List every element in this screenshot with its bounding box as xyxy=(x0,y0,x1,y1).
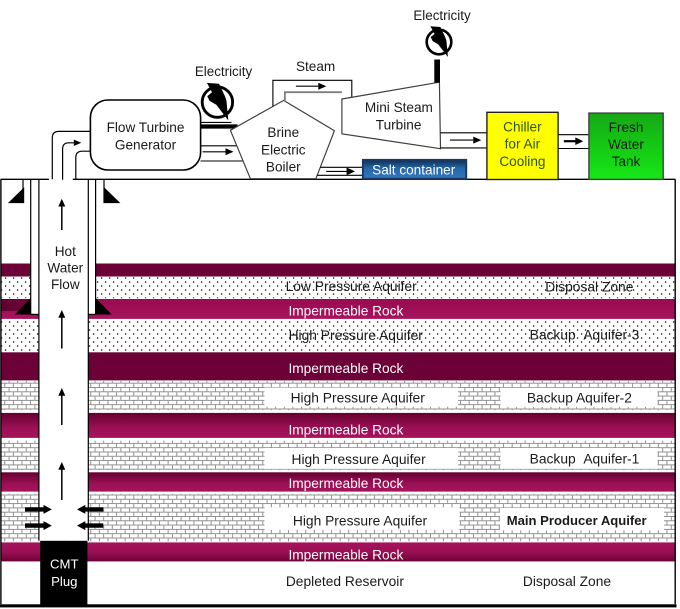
svg-text:Plug: Plug xyxy=(51,574,77,589)
svg-text:Cooling: Cooling xyxy=(499,154,545,169)
svg-text:Impermeable Rock: Impermeable Rock xyxy=(288,547,403,562)
svg-text:High Pressure Aquifer: High Pressure Aquifer xyxy=(289,328,424,343)
svg-text:Flow: Flow xyxy=(51,277,80,292)
svg-text:Disposal Zone: Disposal Zone xyxy=(523,574,612,589)
svg-text:Salt container: Salt container xyxy=(372,162,456,177)
svg-text:Impermeable Rock: Impermeable Rock xyxy=(288,303,403,318)
svg-text:Mini Steam: Mini Steam xyxy=(365,100,433,115)
svg-text:Electric: Electric xyxy=(261,143,306,158)
svg-text:for Air: for Air xyxy=(505,137,541,152)
svg-text:High Pressure Aquifer: High Pressure Aquifer xyxy=(291,391,426,406)
svg-text:Backup Aquifer-3: Backup Aquifer-3 xyxy=(530,327,640,342)
svg-text:Steam: Steam xyxy=(296,59,335,74)
svg-text:Electricity: Electricity xyxy=(195,64,253,79)
svg-text:Impermeable Rock: Impermeable Rock xyxy=(288,361,403,376)
svg-text:Electricity: Electricity xyxy=(413,8,471,23)
svg-text:Backup Aquifer-2: Backup Aquifer-2 xyxy=(527,390,632,405)
svg-text:Flow Turbine: Flow Turbine xyxy=(107,120,185,135)
svg-text:Turbine: Turbine xyxy=(376,117,422,132)
svg-text:Low Pressure Aquifer: Low Pressure Aquifer xyxy=(286,279,418,294)
svg-text:Boiler: Boiler xyxy=(266,160,301,175)
svg-text:Tank: Tank xyxy=(612,154,641,169)
svg-text:Generator: Generator xyxy=(115,138,177,153)
svg-text:Water: Water xyxy=(47,260,83,275)
svg-text:Brine: Brine xyxy=(267,125,299,140)
svg-text:Chiller: Chiller xyxy=(503,120,542,135)
svg-text:Backup Aquifer-1: Backup Aquifer-1 xyxy=(530,452,640,467)
svg-text:Depleted Reservoir: Depleted Reservoir xyxy=(286,574,405,589)
svg-text:Main Producer Aquifer: Main Producer Aquifer xyxy=(507,513,647,528)
svg-text:High Pressure Aquifer: High Pressure Aquifer xyxy=(293,514,428,529)
svg-text:Disposal Zone: Disposal Zone xyxy=(545,279,634,294)
svg-text:Fresh: Fresh xyxy=(609,120,644,135)
svg-text:Hot: Hot xyxy=(55,244,76,259)
svg-text:High Pressure Aquifer: High Pressure Aquifer xyxy=(291,452,426,467)
svg-text:Impermeable Rock: Impermeable Rock xyxy=(288,476,403,491)
svg-text:CMT: CMT xyxy=(50,557,79,572)
svg-text:Water: Water xyxy=(608,137,644,152)
svg-text:Impermeable Rock: Impermeable Rock xyxy=(288,422,403,437)
